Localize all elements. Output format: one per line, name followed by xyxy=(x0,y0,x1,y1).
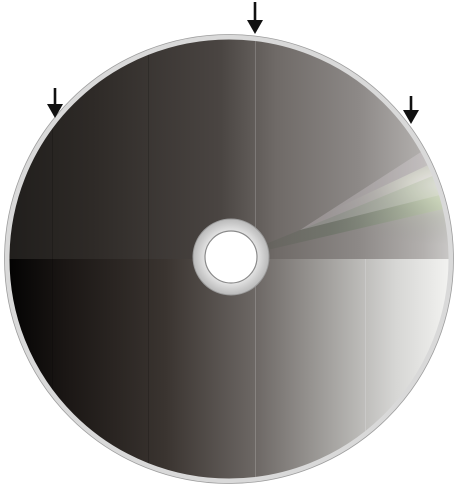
disc xyxy=(0,30,460,485)
disc-center-hole xyxy=(205,231,257,283)
down-arrow-icon xyxy=(247,2,263,34)
